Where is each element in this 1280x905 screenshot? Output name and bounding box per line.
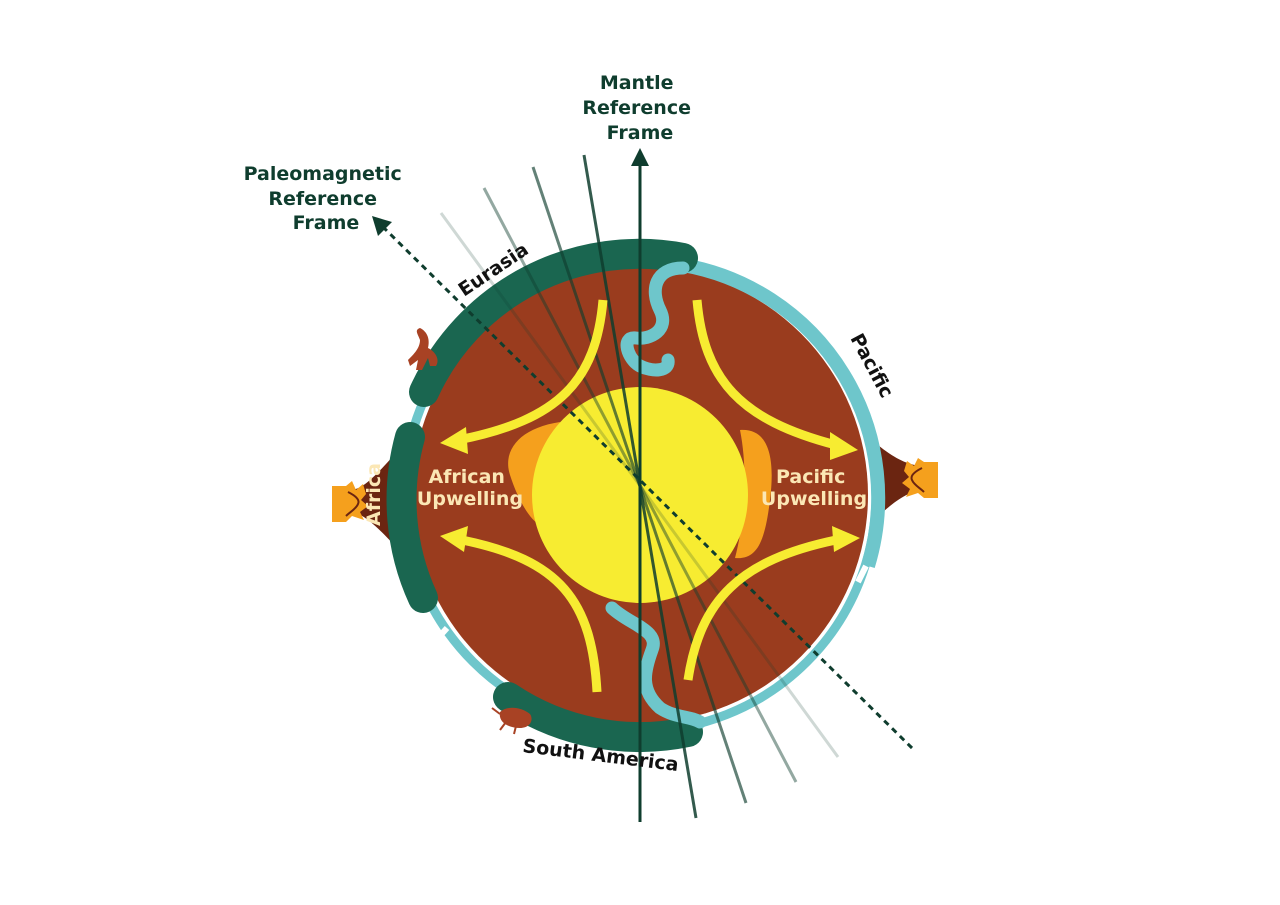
africa-label: Africa [363, 463, 385, 526]
subducting-slab-top [620, 261, 690, 377]
flow-arrow-lower-left [461, 535, 602, 693]
mantle-frame-label: Mantle Reference Frame [582, 72, 697, 144]
pacific-plate [681, 258, 886, 569]
african-upwelling-label: African Upwelling [417, 466, 523, 510]
paleomagnetic-reference-arrow [372, 216, 914, 750]
pacific-upwelling-label: Pacific Upwelling [761, 466, 867, 510]
south-america-plate [493, 682, 703, 753]
mantle-reference-arrow [631, 148, 649, 822]
africa-plate [386, 422, 438, 613]
paleomagnetic-frame-label: Paleomagnetic Reference Frame [244, 163, 409, 234]
trilobite-fossil-icon [491, 707, 532, 735]
pacific-upwelling-blob [735, 429, 772, 559]
flow-arrows [457, 299, 838, 693]
flow-arrow-upper-left [457, 299, 608, 445]
dinosaur-fossil-icon [408, 328, 438, 370]
volcano-icon-right [872, 440, 938, 522]
flow-arrow-lower-right [683, 535, 837, 681]
flow-arrowheads [440, 427, 860, 552]
flow-arrow-upper-right [692, 299, 838, 450]
